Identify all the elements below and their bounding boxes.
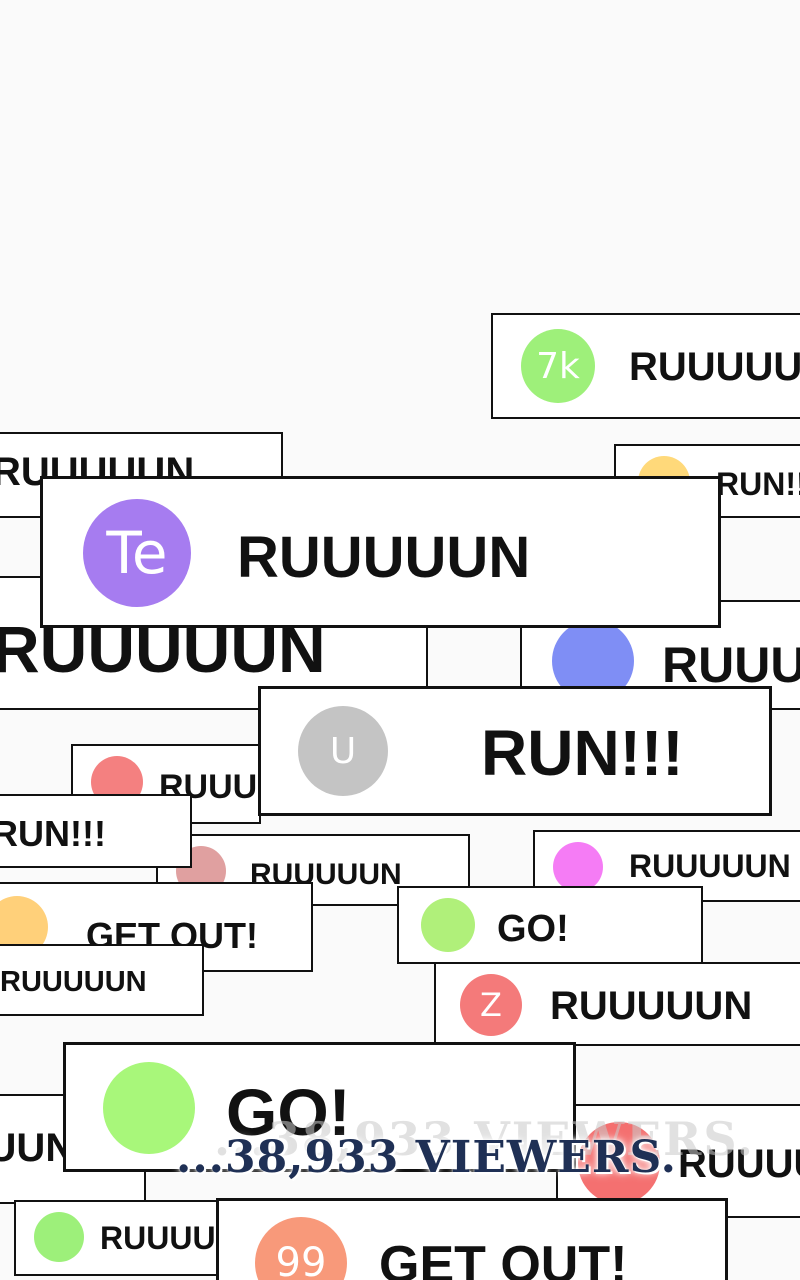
comment-text: GO! (497, 908, 569, 950)
comment-card-u: U RUN!!! (258, 686, 772, 816)
caption-ghost: ...38,933 VIEWERS. (214, 1112, 755, 1166)
comment-text: RUUUUUN (678, 1142, 800, 1186)
comment-card-99: 99 GET OUT! (216, 1198, 728, 1280)
comment-card-te: Te RUUUUUN (40, 476, 721, 628)
avatar: 7k (521, 329, 595, 403)
comment-text: RUUUUUN (629, 345, 800, 389)
comment-card: RUN!!! (0, 794, 192, 868)
comment-card-7k: 7k RUUUUUN (491, 313, 800, 419)
comment-card: RUUUUUN (0, 944, 204, 1016)
viewer-count-caption: ...38,933 VIEWERS. (176, 1132, 677, 1183)
avatar (578, 1122, 660, 1204)
comment-text: RUUUUUN (550, 984, 753, 1028)
comment-card-z: Z RUUUUUN (434, 962, 800, 1046)
comment-text: RUN!!! (0, 813, 106, 854)
comment-text: RUUUUUN (662, 637, 800, 693)
avatar (103, 1062, 195, 1154)
comment-text: RUN!!! (481, 717, 684, 789)
avatar (34, 1212, 84, 1262)
comment-card-go: GO! (63, 1042, 576, 1172)
comment-text: GO! (226, 1075, 351, 1149)
avatar (421, 898, 475, 952)
comment-text: RUUUUUN (237, 525, 531, 590)
avatar (553, 842, 603, 892)
avatar: Z (460, 974, 522, 1036)
avatar: U (298, 706, 388, 796)
avatar: Te (83, 499, 191, 607)
comment-text: RUUUUUN (0, 966, 147, 998)
comment-card: GO! (397, 886, 703, 964)
avatar: 99 (255, 1217, 347, 1280)
comment-card: RUUUUUN (14, 1200, 244, 1276)
comment-text: RUUUUUN (0, 1126, 75, 1170)
comment-text: RUN!!! (716, 466, 800, 502)
comment-text: RUUUUUN (629, 848, 791, 884)
comment-text: GET OUT! (379, 1236, 628, 1280)
